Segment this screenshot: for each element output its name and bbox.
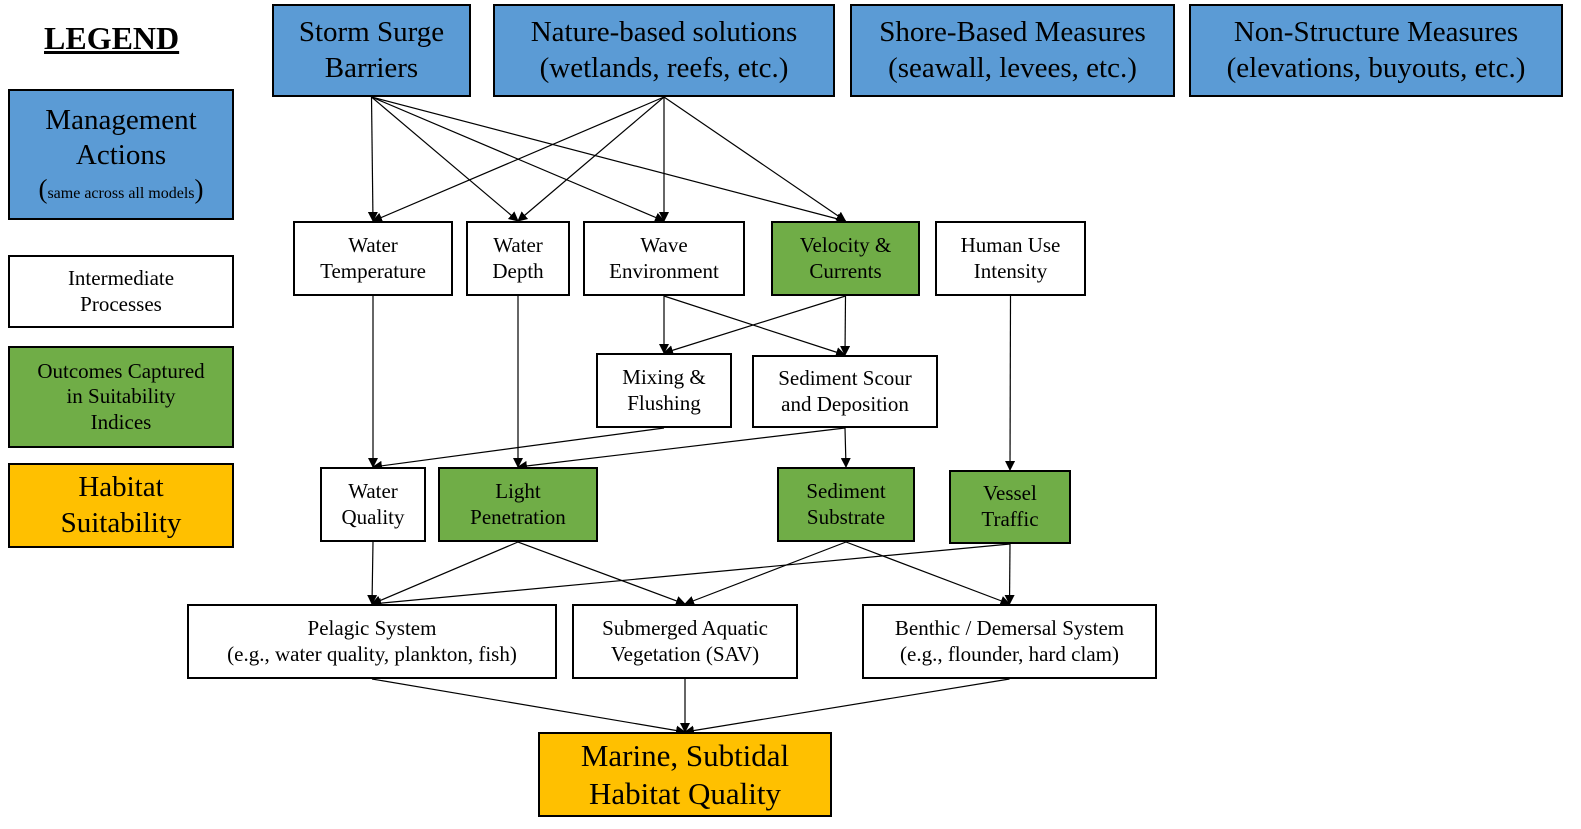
node-line: Marine, Subtidal: [580, 737, 790, 773]
vessel-traffic-node: Vessel Traffic: [949, 470, 1071, 544]
legend-management-line1: Management: [45, 103, 197, 136]
velocity-currents-node: Velocity & Currents: [771, 221, 920, 296]
node-line: Velocity &: [799, 232, 892, 257]
node-line: Non-Structure Measures: [1233, 16, 1519, 49]
nature-based-solutions-node: Nature-based solutions (wetlands, reefs,…: [493, 4, 835, 97]
node-line: Human Use: [960, 232, 1061, 257]
node-line: (e.g., flounder, hard clam): [900, 641, 1119, 666]
arrow-storm_surge-to-wave_environment: [371, 96, 665, 223]
arrow-sediment_substrate-to-benthic: [845, 541, 1011, 606]
node-line: (wetlands, reefs, etc.): [539, 51, 789, 84]
arrow-nature_based-to-water_depth: [517, 96, 665, 222]
node-line: Substrate: [806, 504, 886, 529]
pelagic-system-node: Pelagic System (e.g., water quality, pla…: [187, 604, 557, 679]
legend-management-note: (same across all models): [38, 173, 203, 206]
arrow-vessel_traffic-to-benthic: [1004, 543, 1015, 605]
node-line: Wave: [640, 232, 688, 257]
node-line: Environment: [609, 258, 719, 283]
legend-outcomes-captured: Outcomes Captured in Suitability Indices: [8, 346, 234, 448]
node-line: Quality: [341, 504, 405, 529]
node-line: Storm Surge: [298, 16, 445, 49]
arrow-benthic-to-habitat_quality: [684, 678, 1010, 736]
legend-note-open-paren: (: [38, 174, 48, 205]
node-line: Penetration: [470, 504, 566, 529]
water-quality-node: Water Quality: [320, 467, 426, 542]
node-line: Shore-Based Measures: [879, 16, 1146, 49]
arrow-sediment_scour-to-light_penetration: [517, 427, 846, 471]
arrow-sediment_scour-to-sediment_substrate: [840, 427, 851, 468]
arrow-human_use-to-vessel_traffic: [1005, 295, 1016, 471]
arrow-nature_based-to-water_temperature: [372, 96, 665, 223]
node-line: Currents: [809, 258, 882, 283]
legend-habitat-suitability: Habitat Suitability: [8, 463, 234, 548]
storm-surge-barriers-node: Storm Surge Barriers: [272, 4, 471, 97]
node-line: Pelagic System: [307, 615, 437, 640]
light-penetration-node: Light Penetration: [438, 467, 598, 542]
arrow-light_penetration-to-pelagic: [371, 541, 519, 606]
arrow-storm_surge-to-water_depth: [371, 96, 519, 222]
non-structure-measures-node: Non-Structure Measures (elevations, buyo…: [1189, 4, 1563, 97]
legend-habitat-line1: Habitat: [78, 471, 164, 504]
node-line: Habitat Quality: [589, 775, 781, 811]
node-line: Benthic / Demersal System: [894, 615, 1125, 640]
arrow-wave_environment-to-sediment_scour: [663, 295, 846, 357]
sav-node: Submerged Aquatic Vegetation (SAV): [572, 604, 798, 679]
node-line: Flushing: [627, 390, 701, 415]
arrow-storm_surge-to-velocity_currents: [371, 96, 847, 224]
water-depth-node: Water Depth: [466, 221, 570, 296]
arrow-light_penetration-to-sav: [517, 541, 686, 606]
arrow-pelagic-to-habitat_quality: [371, 678, 686, 736]
legend-management-actions: Management Actions (same across all mode…: [8, 89, 234, 220]
legend-management-line2: Actions: [75, 139, 167, 172]
legend-outcomes-line1: Outcomes Captured: [37, 358, 205, 383]
arrow-velocity_currents-to-sediment_scour: [840, 295, 851, 356]
legend-habitat-line2: Suitability: [60, 506, 182, 539]
benthic-demersal-system-node: Benthic / Demersal System (e.g., flounde…: [862, 604, 1157, 679]
node-line: Nature-based solutions: [530, 16, 798, 49]
node-line: Light: [495, 478, 541, 503]
arrow-vessel_traffic-to-pelagic: [371, 543, 1011, 609]
node-line: Temperature: [320, 258, 426, 283]
arrow-mixing_flushing-to-water_quality: [372, 427, 665, 471]
legend-title: LEGEND: [44, 20, 180, 56]
legend-outcomes-line3: Indices: [90, 409, 152, 434]
node-line: Vegetation (SAV): [610, 641, 760, 666]
node-line: Depth: [492, 258, 544, 283]
node-line: Sediment Scour: [778, 365, 912, 390]
node-line: Water: [493, 232, 543, 257]
node-line: (seawall, levees, etc.): [888, 51, 1137, 84]
arrow-water_quality-to-pelagic: [367, 541, 378, 605]
node-line: Mixing &: [622, 364, 706, 389]
node-line: (elevations, buyouts, etc.): [1226, 51, 1526, 84]
wave-environment-node: Wave Environment: [583, 221, 745, 296]
legend-intermediate-processes: Intermediate Processes: [8, 255, 234, 328]
node-line: Vessel: [983, 481, 1037, 506]
node-line: (e.g., water quality, plankton, fish): [227, 641, 517, 666]
node-line: Water: [348, 478, 398, 503]
node-line: Intensity: [973, 258, 1048, 283]
shore-based-measures-node: Shore-Based Measures (seawall, levees, e…: [850, 4, 1175, 97]
node-line: Barriers: [324, 51, 419, 84]
node-line: Water: [348, 232, 398, 257]
node-line: and Deposition: [781, 391, 909, 416]
arrow-nature_based-to-velocity_currents: [663, 96, 847, 222]
legend-outcomes-line2: in Suitability: [66, 384, 176, 409]
water-temperature-node: Water Temperature: [293, 221, 453, 296]
legend-intermediate-line2: Processes: [80, 291, 162, 316]
legend-note-close-paren: ): [194, 174, 204, 205]
node-line: Sediment: [806, 478, 886, 503]
arrow-sediment_substrate-to-sav: [684, 541, 847, 606]
sediment-substrate-node: Sediment Substrate: [777, 467, 915, 542]
node-line: Submerged Aquatic: [602, 615, 768, 640]
legend-intermediate-line1: Intermediate: [67, 265, 175, 290]
arrow-storm_surge-to-water_temperature: [367, 96, 378, 222]
node-line: Traffic: [981, 507, 1039, 531]
human-use-intensity-node: Human Use Intensity: [935, 221, 1086, 296]
sediment-scour-deposition-node: Sediment Scour and Deposition: [752, 355, 938, 428]
mixing-flushing-node: Mixing & Flushing: [596, 353, 732, 428]
legend-note-text: same across all models: [47, 185, 195, 203]
arrow-velocity_currents-to-mixing_flushing: [663, 295, 846, 356]
habitat-quality-node: Marine, Subtidal Habitat Quality: [538, 732, 832, 817]
